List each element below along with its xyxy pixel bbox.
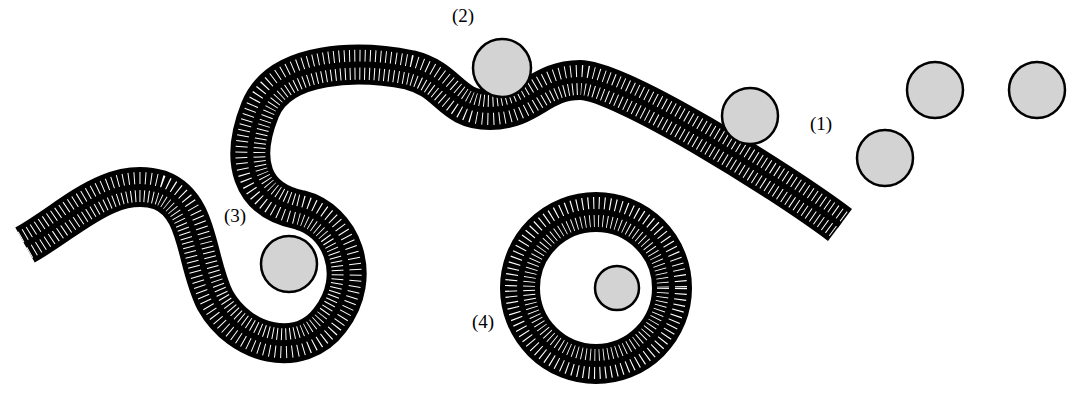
callout-number: (2) bbox=[450, 6, 476, 27]
particles bbox=[261, 39, 1065, 310]
vesicle-ring bbox=[520, 212, 672, 364]
callout-number: (4) bbox=[470, 312, 496, 333]
callout-number: (1) bbox=[808, 114, 834, 135]
membrane-band bbox=[25, 65, 840, 343]
callout-number: (3) bbox=[222, 206, 248, 227]
